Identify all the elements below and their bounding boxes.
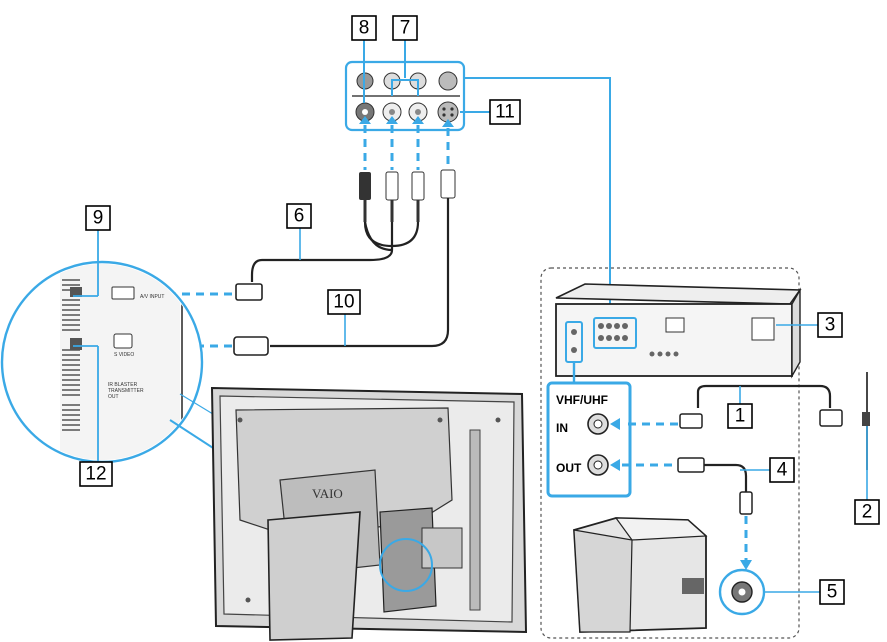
coax-cable-input [696,384,832,408]
callout-5: 5 [819,579,845,605]
callout-1: 1 [727,403,753,429]
callout-8: 8 [351,15,377,41]
callout-6: 6 [286,203,312,229]
svg-text:10: 10 [333,292,354,313]
rf-in-label: IN [556,421,568,435]
svg-text:1: 1 [735,406,746,427]
vaio-computer: VAIO [210,386,528,641]
av-cable [250,221,420,282]
svg-text:8: 8 [359,18,370,39]
callout-2: 2 [854,499,880,525]
callout-11: 11 [489,99,521,125]
svg-text:3: 3 [825,315,836,336]
s-video-port-label: S VIDEO [114,352,134,358]
callout-9: 9 [85,205,111,231]
vhf-uhf-title: VHF/UHF [556,393,608,407]
television [573,517,820,633]
callout-4: 4 [769,457,795,483]
panel-plug-dashes [359,116,454,170]
vcr-device [555,283,818,379]
s-video-cable [270,198,450,348]
vhf-uhf-panel: VHF/UHF IN OUT [546,362,632,498]
callout-12: 12 [79,461,113,487]
svg-text:5: 5 [827,582,838,603]
coax-cable-output [704,463,748,492]
rf-out-label: OUT [556,461,582,475]
callout-7: 7 [392,15,418,41]
panel-leader-line [464,77,611,310]
svg-text:11: 11 [495,102,515,123]
equipment-dashed-boundary [540,267,800,639]
callout-3: 3 [817,312,843,338]
vaio-logo: VAIO [312,486,343,501]
svg-text:2: 2 [862,502,873,523]
callout-10: 10 [327,289,361,315]
svg-text:12: 12 [85,464,106,485]
svg-text:9: 9 [93,208,104,229]
svg-text:7: 7 [400,18,411,39]
rca-plugs [359,169,456,222]
svg-text:4: 4 [777,460,788,481]
av-output-panel [344,60,466,132]
svg-text:6: 6 [294,206,305,227]
av-input-port-label: A/V INPUT [140,294,164,300]
